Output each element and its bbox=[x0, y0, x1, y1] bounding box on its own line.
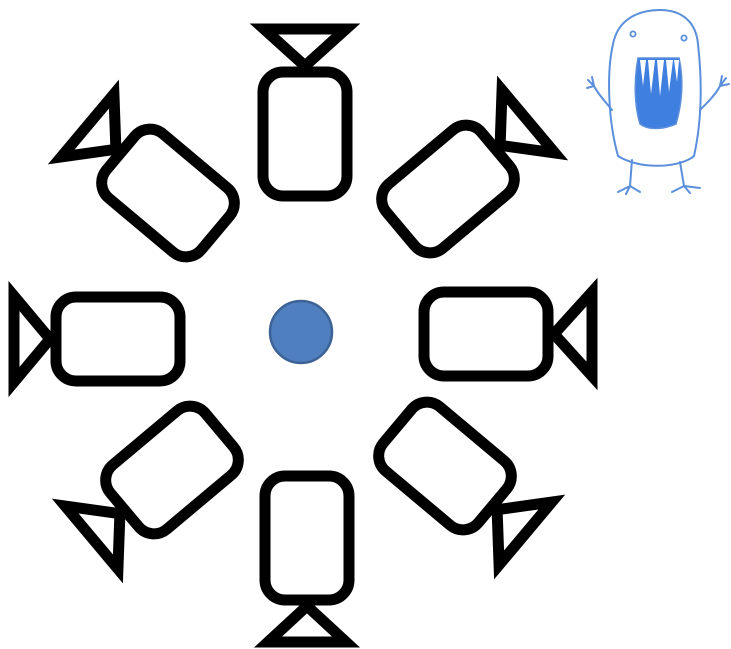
camera-top-right bbox=[374, 89, 556, 261]
camera-right-body bbox=[424, 292, 548, 376]
camera-bottom-left bbox=[65, 398, 247, 570]
camera-top bbox=[263, 29, 347, 196]
monster-icon bbox=[587, 10, 729, 194]
camera-bottom-lens bbox=[268, 606, 346, 642]
camera-bottom bbox=[265, 476, 349, 642]
center-subject bbox=[270, 301, 332, 363]
camera-top-lens bbox=[264, 29, 346, 66]
camera-left-lens bbox=[14, 296, 50, 382]
camera-top-body bbox=[263, 72, 347, 196]
camera-left bbox=[14, 296, 180, 382]
camera-bottom-right bbox=[371, 394, 553, 566]
camera-bottom-body bbox=[265, 476, 349, 600]
camera-left-body bbox=[56, 297, 180, 381]
camera-right bbox=[424, 292, 592, 376]
camera-right-lens bbox=[554, 292, 592, 376]
camera-top-left bbox=[61, 93, 243, 265]
